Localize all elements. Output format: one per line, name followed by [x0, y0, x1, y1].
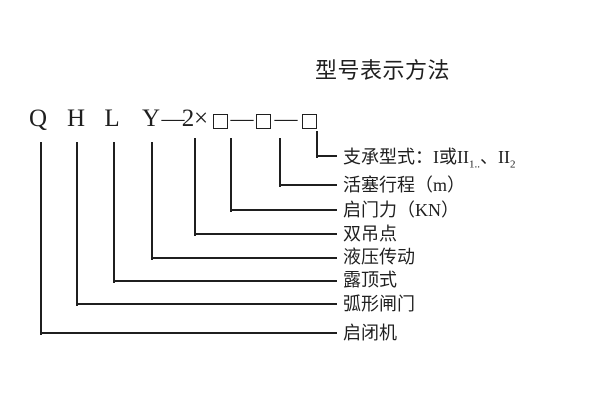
placeholder-box-1: [213, 114, 228, 129]
connector-vline-opening-force: [230, 138, 232, 212]
connector-hline-piston-stroke: [279, 184, 337, 186]
connector-vline-hydraulic-drive: [151, 142, 153, 260]
connector-hline-opening-force: [230, 209, 337, 211]
label-support-type: 支承型式：I或II1..、II2: [343, 146, 516, 171]
connector-vline-support-type: [316, 131, 318, 158]
formula-digit-2: 2: [181, 105, 195, 132]
label-exposed-top-type: 露顶式: [343, 270, 397, 290]
connector-vline-exposed-top-type: [113, 142, 115, 283]
connector-vline-piston-stroke: [279, 138, 281, 187]
connector-vline-hoist: [40, 142, 42, 335]
label-radial-gate: 弧形闸门: [343, 294, 415, 314]
formula-letter-l: L: [104, 105, 120, 132]
label-double-lifting-point: 双吊点: [343, 224, 397, 244]
label-support-type-mid: 、II: [479, 147, 510, 167]
label-piston-stroke: 活塞行程（m）: [343, 175, 466, 195]
label-support-type-main: 支承型式：I或II: [343, 147, 469, 167]
formula-dash-2: —: [230, 106, 254, 131]
connector-hline-hoist: [40, 332, 337, 334]
formula-letter-h: H: [66, 105, 86, 132]
label-hydraulic-drive: 液压传动: [343, 247, 415, 267]
placeholder-box-3: [302, 114, 317, 129]
formula-letter-q: Q: [28, 105, 48, 132]
diagram-title: 型号表示方法: [315, 58, 451, 83]
connector-hline-exposed-top-type: [113, 280, 337, 282]
label-support-type-sub1: 1..: [468, 158, 480, 171]
connector-hline-hydraulic-drive: [151, 257, 337, 259]
connector-vline-radial-gate: [76, 142, 78, 306]
connector-vline-double-lifting-point: [194, 138, 196, 236]
label-hoist: 启闭机: [343, 323, 397, 343]
label-support-type-sub2: 2: [509, 158, 516, 171]
label-opening-force: 启门力（KN）: [343, 200, 459, 220]
formula-letter-y: Y: [141, 105, 161, 132]
placeholder-box-2: [256, 114, 271, 129]
formula-multiply-icon: ×: [193, 105, 209, 132]
connector-hline-double-lifting-point: [194, 233, 337, 235]
connector-hline-support-type: [316, 155, 337, 157]
formula-dash-3: —: [274, 106, 298, 131]
connector-hline-radial-gate: [76, 303, 337, 305]
formula-dash-1: —: [161, 106, 185, 131]
